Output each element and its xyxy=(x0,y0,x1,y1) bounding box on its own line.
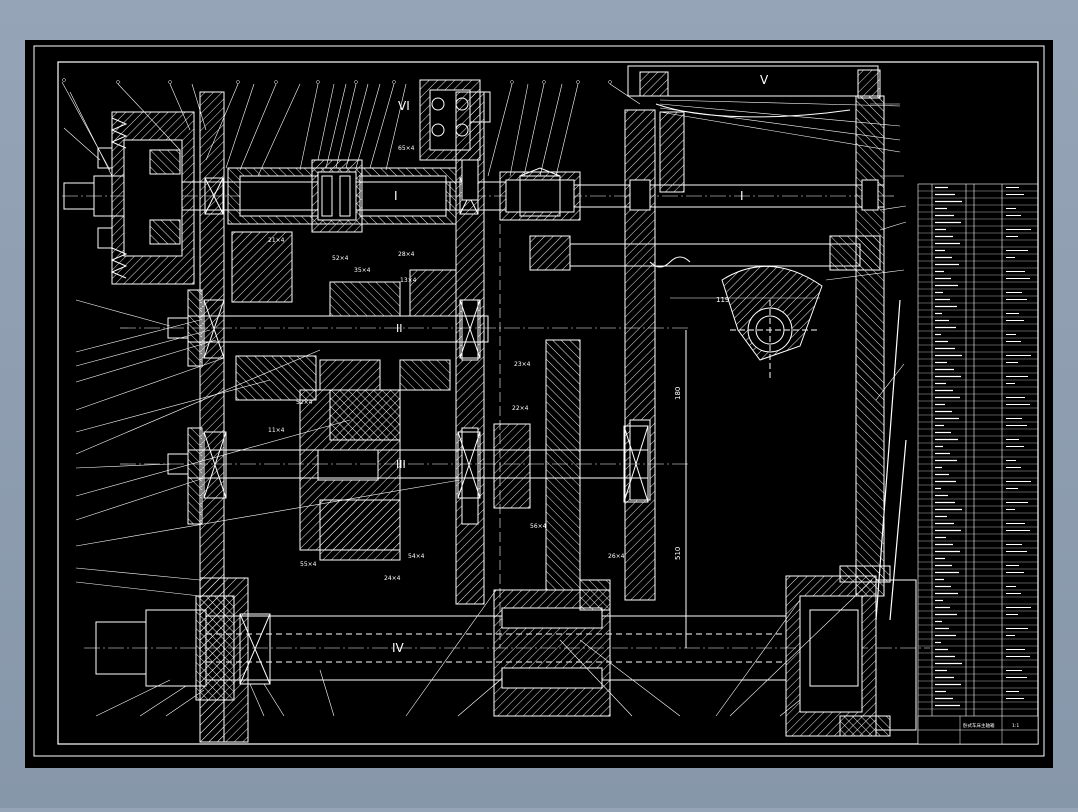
title-block: 卧式车床主轴箱 1:1 xyxy=(917,715,1039,745)
title-block-scale: 1:1 xyxy=(1012,723,1019,729)
gear-label: 28×4 xyxy=(398,251,415,258)
gear-label: 55×4 xyxy=(300,561,317,568)
roman-label-ii: II xyxy=(396,322,403,335)
assembly-view xyxy=(61,65,930,743)
leader-lines xyxy=(61,81,907,717)
gear-label: 56×4 xyxy=(530,523,547,530)
roman-label-vi: VI xyxy=(398,99,410,113)
roman-label-center-i: I xyxy=(740,189,744,203)
parts-list-rows xyxy=(918,186,1038,710)
gear-label: 13×4 xyxy=(400,277,417,284)
roman-label-iii: III xyxy=(396,458,406,471)
cam-segment xyxy=(529,235,881,380)
gear-label: 54×4 xyxy=(408,553,425,560)
gear-label: 65×4 xyxy=(398,145,415,152)
roman-label-v: V xyxy=(760,73,769,87)
gear-label: 52×4 xyxy=(332,255,349,262)
gear-label: 22×4 xyxy=(512,405,529,412)
dimension-label: 119 xyxy=(716,296,729,304)
title-block-title: 卧式车床主轴箱 xyxy=(963,722,995,729)
balloon-marks xyxy=(62,78,612,84)
gear-label: 24×4 xyxy=(384,575,401,582)
gear-label: 21×4 xyxy=(268,237,285,244)
gear-label: 35×4 xyxy=(354,267,371,274)
gear-label: 11×4 xyxy=(268,427,285,434)
dimension-label: 180 xyxy=(674,387,682,400)
dimension-label: 510 xyxy=(674,547,682,560)
pulley xyxy=(97,111,195,285)
gear-label: 52×4 xyxy=(296,399,313,406)
gear-label: 26×4 xyxy=(608,553,625,560)
roman-label-i: I xyxy=(394,189,398,203)
shaft-i xyxy=(62,159,895,233)
outer-frame xyxy=(33,45,1045,757)
drawing-labels: V VI I I II III IV 21×4 52×4 35×4 28×4 1… xyxy=(268,73,769,655)
roman-label-iv: IV xyxy=(392,641,405,655)
spindle-iv xyxy=(84,565,930,737)
top-right-housing xyxy=(627,65,885,597)
shaft-ii xyxy=(120,231,690,401)
gear-label: 23×4 xyxy=(514,361,531,368)
